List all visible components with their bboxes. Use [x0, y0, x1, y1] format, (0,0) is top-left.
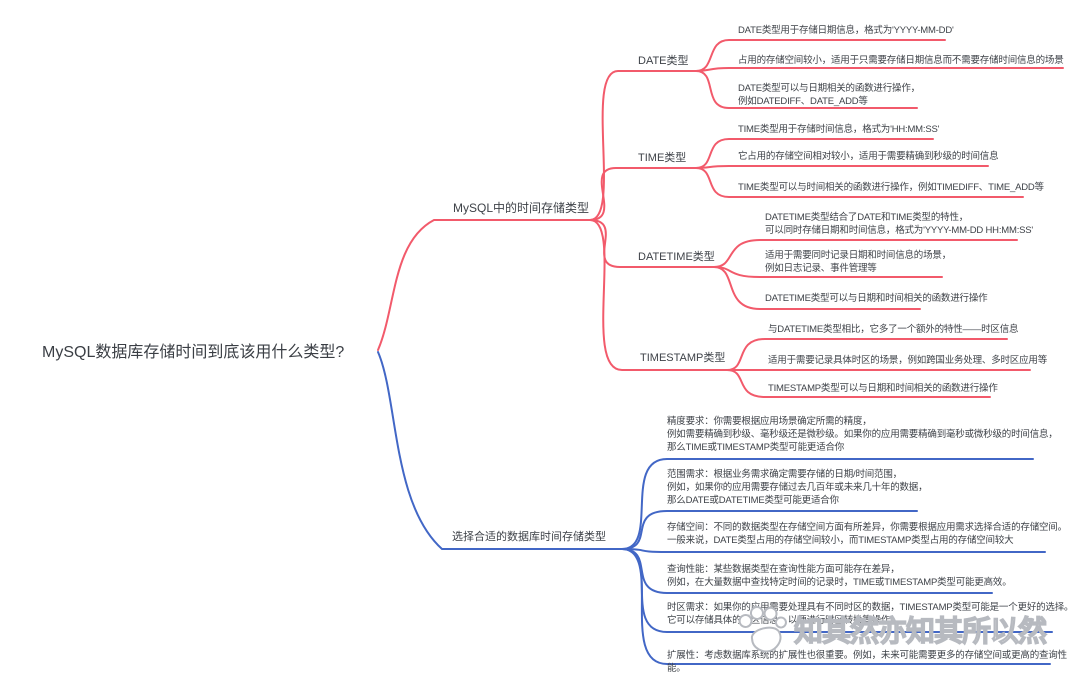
leaf-node-extensibility[interactable]: 扩展性：考虑数据库系统的扩展性也很重要。例如，未来可能需要更多的存储空间或更高的…: [667, 650, 1067, 674]
leaf-node-datetime-format[interactable]: DATETIME类型结合了DATE和TIME类型的特性， 可以同时存储日期和时间…: [765, 212, 1034, 236]
leaf-node-precision[interactable]: 精度要求：你需要根据应用场景确定所需的精度， 例如需要精确到秒级、毫秒级还是微秒…: [667, 416, 1058, 453]
branch-node-choose-type[interactable]: 选择合适的数据库时间存储类型: [452, 531, 606, 543]
leaf-node-time-storage[interactable]: 它占用的存储空间相对较小，适用于需要精确到秒级的时间信息: [738, 151, 999, 162]
root-node[interactable]: MySQL数据库存储时间到底该用什么类型?: [42, 344, 345, 361]
category-node-timestamp[interactable]: TIMESTAMP类型: [640, 352, 726, 364]
leaf-node-timestamp-functions[interactable]: TIMESTAMP类型可以与日期和时间相关的函数进行操作: [768, 383, 998, 394]
category-node-datetime[interactable]: DATETIME类型: [638, 251, 715, 263]
leaf-node-datetime-usecase[interactable]: 适用于需要同时记录日期和时间信息的场景， 例如日志记录、事件管理等: [765, 250, 952, 274]
branch-node-time-storage-types[interactable]: MySQL中的时间存储类型: [453, 201, 590, 215]
category-node-time[interactable]: TIME类型: [638, 152, 687, 164]
leaf-node-date-format[interactable]: DATE类型用于存储日期信息，格式为'YYYY-MM-DD': [738, 25, 954, 36]
leaf-node-time-format[interactable]: TIME类型用于存储时间信息，格式为'HH:MM:SS': [738, 124, 940, 135]
leaf-node-timestamp-usecase[interactable]: 适用于需要记录具体时区的场景，例如跨国业务处理、多时区应用等: [768, 355, 1048, 366]
leaf-node-timestamp-timezone[interactable]: 与DATETIME类型相比，它多了一个额外的特性——时区信息: [768, 324, 1019, 335]
leaf-node-query-performance[interactable]: 查询性能：某些数据类型在查询性能方面可能存在差异， 例如，在大量数据中查找特定时…: [667, 564, 1012, 588]
leaf-node-storage-space[interactable]: 存储空间：不同的数据类型在存储空间方面有所差异，你需要根据应用需求选择合适的存储…: [667, 522, 1067, 546]
leaf-node-range[interactable]: 范围需求：根据业务需求确定需要存储的日期/时间范围， 例如，如果你的应用需要存储…: [667, 469, 928, 506]
leaf-node-timezone-need[interactable]: 时区需求：如果你的应用需要处理具有不同时区的数据，TIMESTAMP类型可能是一…: [667, 602, 1074, 626]
category-node-date[interactable]: DATE类型: [638, 55, 689, 67]
leaf-node-date-storage[interactable]: 占用的存储空间较小，适用于只需要存储日期信息而不需要存储时间信息的场景: [738, 55, 1064, 66]
leaf-node-date-functions[interactable]: DATE类型可以与日期相关的函数进行操作， 例如DATEDIFF、DATE_AD…: [738, 83, 920, 107]
leaf-node-time-functions[interactable]: TIME类型可以与时间相关的函数进行操作，例如TIMEDIFF、TIME_ADD…: [738, 182, 1044, 193]
leaf-node-datetime-functions[interactable]: DATETIME类型可以与日期和时间相关的函数进行操作: [765, 293, 988, 304]
